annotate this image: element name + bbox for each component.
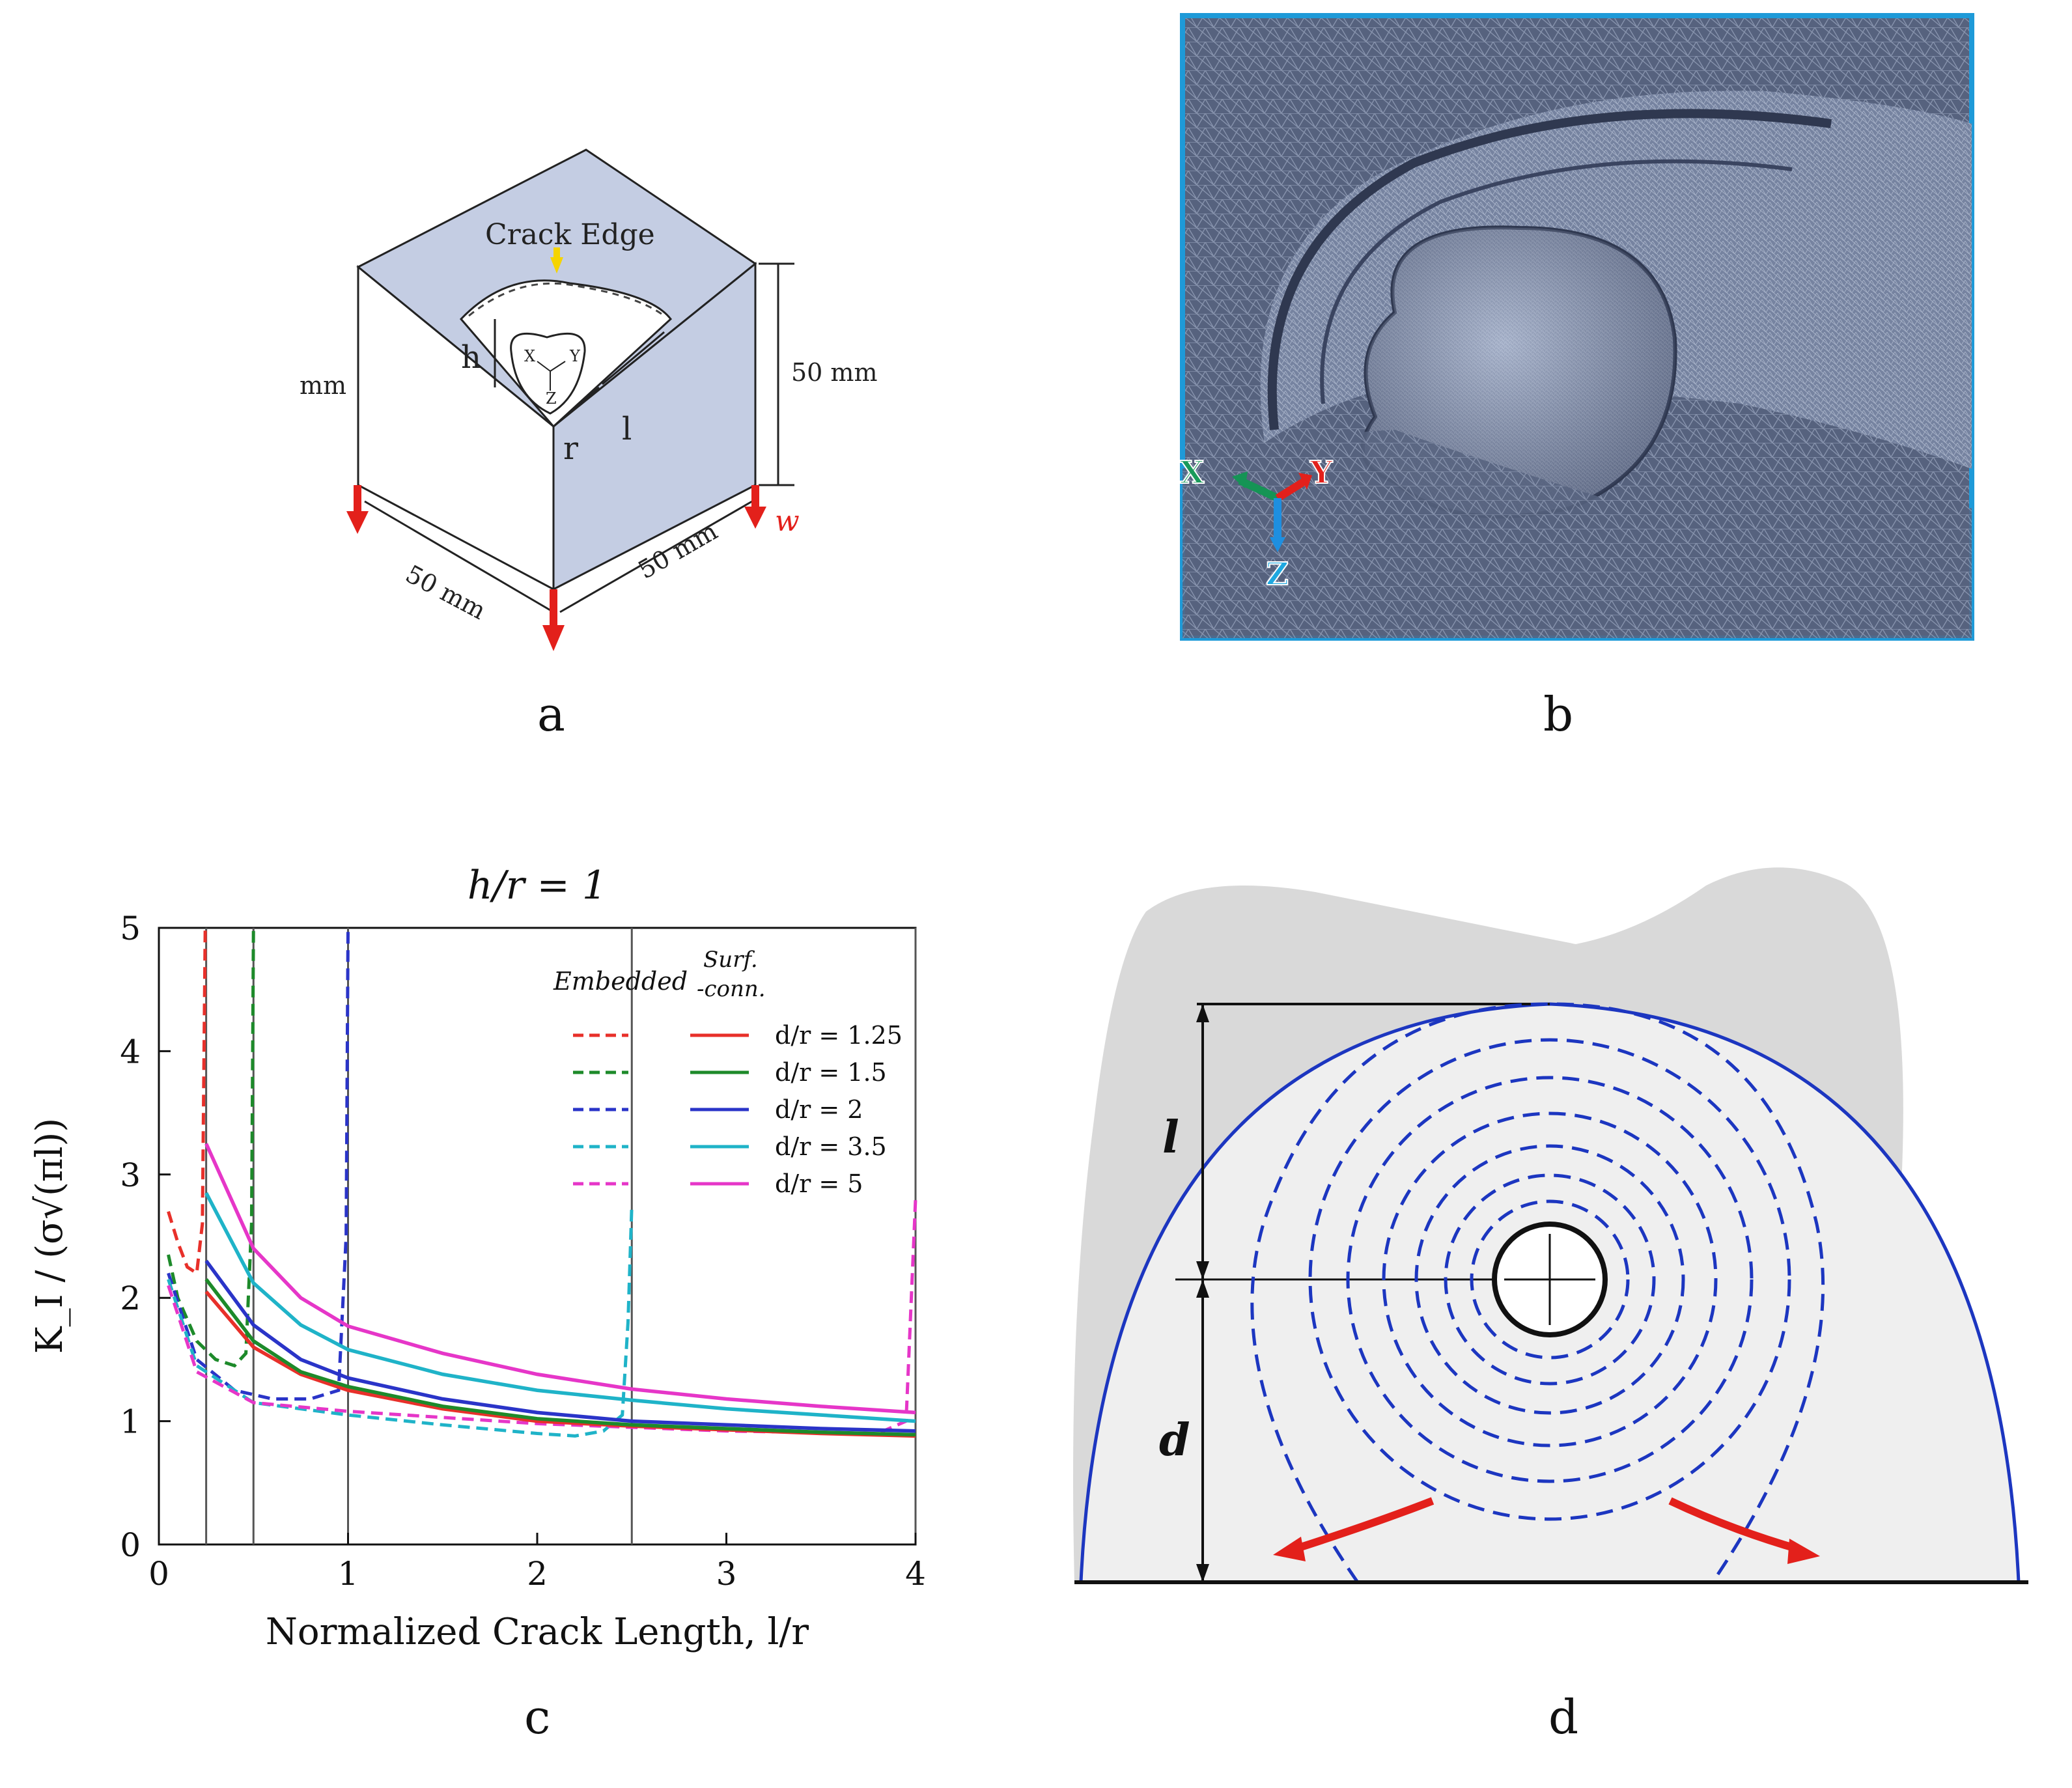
y-tick-label-4: 4 — [120, 1033, 141, 1070]
yellow-arrow — [550, 257, 563, 273]
l-dimension-line — [602, 331, 665, 385]
series-line-1 — [167, 927, 255, 1368]
r-label: r — [563, 430, 578, 467]
d-symbol: d — [1159, 1414, 1190, 1466]
legend-header-surf: Surf. — [703, 947, 758, 973]
growth-arrow-left — [1273, 1497, 1435, 1561]
y-tick-label-0: 0 — [120, 1526, 141, 1564]
crack-teardrop — [510, 332, 586, 415]
y-tick-label-2: 2 — [120, 1279, 141, 1317]
mesh-bulb-shading — [1362, 227, 1675, 517]
l-symbol: l — [1162, 1111, 1179, 1164]
load-w-label: w — [775, 505, 800, 538]
mesh-lower-region — [1183, 430, 1972, 638]
crack-edge-label: Crack Edge — [485, 218, 655, 251]
axis-triad — [1232, 471, 1312, 552]
axis-x-label: X — [1180, 454, 1205, 491]
series-line-9 — [204, 1143, 916, 1415]
x-tick-label-1: 1 — [338, 1555, 359, 1593]
panel-d-caption: d — [1548, 1690, 1579, 1744]
load-arrow-center — [542, 589, 565, 651]
panel-d: l d — [1055, 859, 2071, 1610]
axis-y-line — [550, 361, 566, 372]
axis-y-small: Y — [569, 347, 581, 365]
crack-cube-diagram: Crack Edge X Y Z h r l mm 50 mm 50 mm 50… — [300, 148, 878, 651]
panel-b-caption: b — [1543, 687, 1574, 742]
crack-edge-dashed — [468, 282, 665, 317]
load-arrow-right — [744, 485, 766, 529]
mesh-crack-ring — [1267, 109, 1832, 430]
panel-c: h/r = 1 0 1 2 3 4 0 1 2 3 4 5 Embedded Surf. -conn. d… — [20, 840, 964, 1686]
height-dim-label: 50 mm — [791, 358, 878, 387]
series-line-8 — [204, 1192, 916, 1423]
panel-b: X Y Z — [1179, 13, 1974, 641]
y-axis-label: K_I / (σ√(πl)) — [29, 1118, 71, 1354]
series-line-4 — [167, 1199, 917, 1436]
legend-entry-2: d/r = 2 — [775, 1095, 863, 1124]
x-tick-label-2: 2 — [527, 1555, 548, 1593]
growth-arrow-right — [1668, 1497, 1820, 1564]
mesh-crack-ring-inner — [1320, 159, 1793, 404]
width-dimension-line — [364, 500, 554, 613]
width-dim-label: 50 mm — [401, 559, 491, 625]
panel-a-caption: a — [537, 687, 565, 742]
legend-entry-0: d/r = 1.25 — [775, 1021, 903, 1050]
chart-title: h/r = 1 — [468, 863, 607, 908]
y-tick-label-5: 5 — [120, 910, 141, 947]
yellow-arrow-shaft — [553, 247, 560, 260]
crack-growth-diagram: l d — [1055, 867, 2071, 1610]
axis-x-small: X — [524, 347, 535, 365]
base-mask — [1055, 1584, 2071, 1610]
x-axis-label: Normalized Crack Length, l/r — [266, 1611, 809, 1653]
axis-z-small: Z — [546, 389, 557, 408]
legend-entry-3: d/r = 3.5 — [775, 1132, 887, 1161]
series-line-3 — [167, 1205, 634, 1438]
panel-a: Crack Edge X Y Z h r l mm 50 mm 50 mm 50… — [273, 130, 938, 690]
legend-entry-4: d/r = 5 — [775, 1169, 863, 1198]
mesh-render: X Y Z — [1179, 13, 1974, 641]
y-tick-label-1: 1 — [120, 1403, 141, 1441]
legend-entry-1: d/r = 1.5 — [775, 1058, 887, 1087]
l-label: l — [622, 411, 632, 447]
x-tick-label-4: 4 — [905, 1555, 926, 1593]
dim-arrowheads — [1196, 1004, 1209, 1582]
legend-header-conn: -conn. — [697, 976, 766, 1002]
axis-y-label: Y — [1309, 454, 1333, 491]
series-line-2 — [167, 927, 350, 1401]
crack-sif-chart: h/r = 1 0 1 2 3 4 0 1 2 3 4 5 Embedded Surf. -conn. d… — [29, 863, 926, 1653]
dashed-crack-fronts — [1250, 1002, 1825, 1584]
load-arrow-left — [346, 485, 369, 534]
series-line-7 — [204, 1259, 916, 1433]
series-line-6 — [204, 1278, 916, 1437]
axis-x-line — [537, 361, 551, 372]
x-tick-label-3: 3 — [716, 1555, 737, 1593]
r-dimension-line — [553, 386, 600, 428]
x-tick-label-0: 0 — [148, 1555, 169, 1593]
series-line-0 — [167, 927, 207, 1276]
panel-c-caption: c — [524, 1690, 551, 1744]
legend-header-embedded: Embedded — [553, 967, 688, 996]
depth-dimension-line — [559, 500, 753, 613]
h-label: h — [461, 339, 481, 376]
axis-z-label: Z — [1266, 556, 1289, 593]
y-tick-label-3: 3 — [120, 1156, 141, 1194]
mm-left-label: mm — [300, 371, 346, 400]
